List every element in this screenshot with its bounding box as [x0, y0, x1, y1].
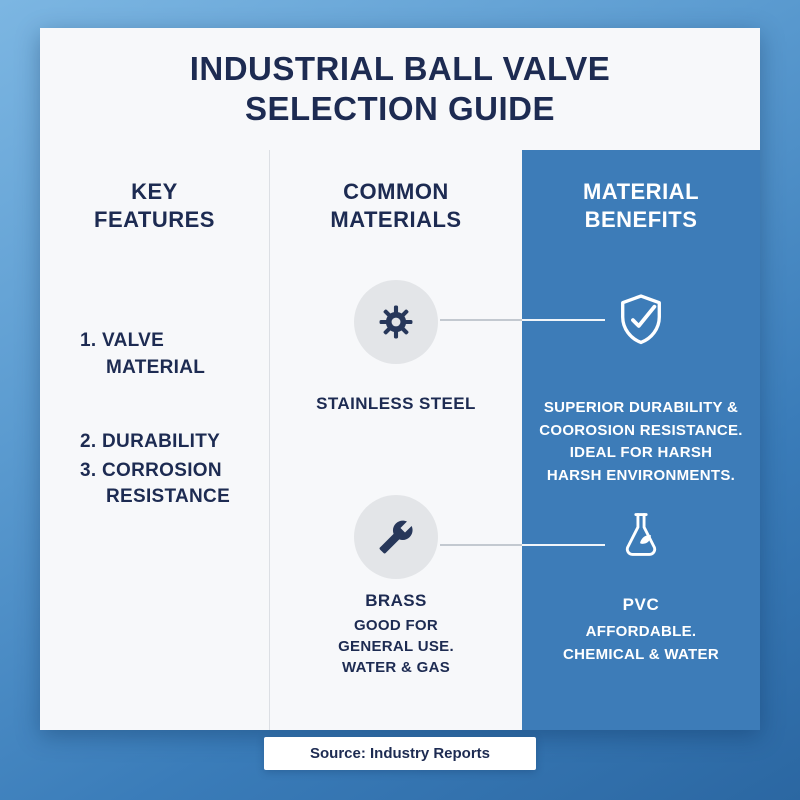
gear-icon [354, 280, 438, 364]
material-stainless-steel: STAINLESS STEEL [270, 280, 522, 414]
column-key-features: KEY FEATURES 1. VALVE MATERIAL 2. DURABI… [40, 150, 270, 730]
materials-header: COMMON MATERIALS [330, 179, 462, 232]
wrench-icon [354, 495, 438, 579]
header: INDUSTRIAL BALL VALVE SELECTION GUIDE [40, 28, 760, 150]
source-label: Source: Industry Reports [264, 737, 536, 770]
connector-line [440, 319, 605, 321]
shield-check-icon [614, 294, 668, 354]
benefit-durability: SUPERIOR DURABILITY & COOROSION RESISTAN… [522, 292, 760, 487]
connector-segment [522, 319, 605, 321]
list-item: 3. CORROSION RESISTANCE [80, 459, 231, 508]
columns: KEY FEATURES 1. VALVE MATERIAL 2. DURABI… [40, 150, 760, 730]
connector-segment [440, 319, 522, 321]
page-title: INDUSTRIAL BALL VALVE SELECTION GUIDE [189, 50, 611, 127]
list-item: 2. DURABILITY [80, 431, 221, 453]
benefit-pvc: PVC AFFORDABLE. CHEMICAL & WATER [522, 510, 760, 666]
flask-leaf-icon [618, 513, 664, 566]
feature-list: 1. VALVE MATERIAL 2. DURABILITY 3. CORRO… [80, 328, 230, 511]
benefit-text: AFFORDABLE. CHEMICAL & WATER [563, 623, 719, 663]
benefit-text: SUPERIOR DURABILITY & COOROSION RESISTAN… [539, 399, 743, 484]
source-text: Source: Industry Reports [309, 745, 491, 762]
connector-line [440, 544, 605, 546]
column-common-materials: COMMON MATERIALS [270, 150, 522, 730]
benefits-header: MATERIAL BENEFITS [582, 179, 700, 232]
material-name: BRASS [365, 591, 427, 610]
list-item: 1. VALVE MATERIAL [80, 330, 206, 378]
card: INDUSTRIAL BALL VALVE SELECTION GUIDE KE… [40, 28, 760, 730]
features-header: KEY FEATURES [94, 179, 215, 232]
connector-segment [440, 544, 522, 546]
benefit-title: PVC [622, 595, 660, 614]
column-material-benefits: MATERIAL BENEFITS SUPERIOR DURABILITY & … [522, 150, 760, 730]
material-brass: BRASS GOOD FOR GENERAL USE. WATER & GAS [270, 495, 522, 678]
material-description: GOOD FOR GENERAL USE. WATER & GAS [338, 617, 454, 676]
material-name: STAINLESS STEEL [316, 394, 476, 413]
connector-segment [522, 544, 605, 546]
